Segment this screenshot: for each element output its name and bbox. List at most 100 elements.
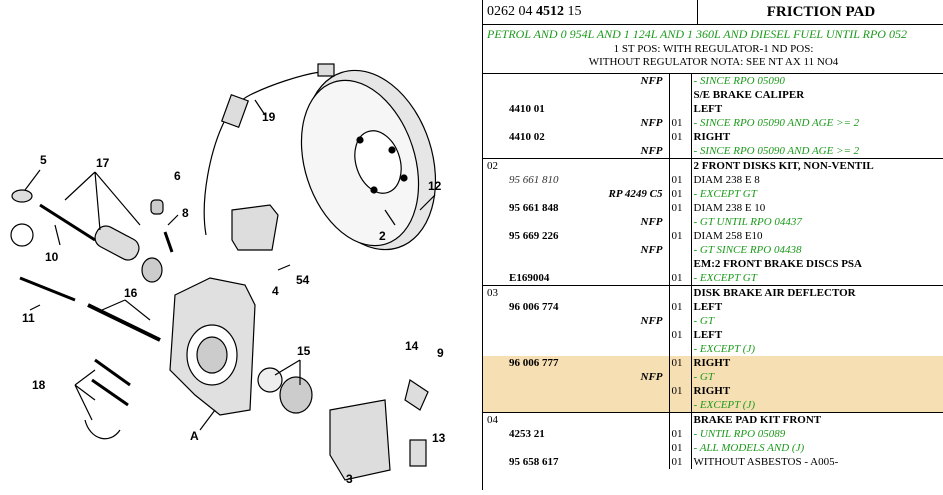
part-description: DIAM 238 E 8 [691, 173, 943, 187]
callout-6: 6 [174, 169, 181, 183]
row-index [483, 427, 507, 441]
callout-19: 19 [262, 110, 276, 124]
part-number [507, 159, 599, 174]
quantity: 01 [669, 229, 691, 243]
nfp-flag [599, 229, 669, 243]
part-description: DIAM 238 E 10 [691, 201, 943, 215]
description-line-3: WITHOUT REGULATOR NOTA: SEE NT AX 11 NO4 [483, 56, 943, 74]
row-index: 04 [483, 413, 507, 428]
exploded-brake-diagram: 5 17 6 8 19 12 2 10 4 54 11 16 14 9 15 1… [0, 0, 482, 490]
row-index [483, 130, 507, 144]
row-index: 03 [483, 286, 507, 301]
nfp-flag: RP 4249 C5 [599, 187, 669, 201]
table-row[interactable]: - EXCEPT (J) [483, 398, 943, 413]
diagram-svg: 5 17 6 8 19 12 2 10 4 54 11 16 14 9 15 1… [0, 0, 482, 490]
quantity [669, 144, 691, 159]
table-row[interactable]: EM:2 FRONT BRAKE DISCS PSA [483, 257, 943, 271]
quantity [669, 74, 691, 88]
row-index [483, 257, 507, 271]
part-number: 96 006 774 [507, 300, 599, 314]
part-number: 4253 21 [507, 427, 599, 441]
parts-header-table: 0262 04 4512 15 FRICTION PAD [483, 0, 943, 25]
callout-54: 54 [296, 273, 310, 287]
row-index [483, 370, 507, 384]
nfp-flag [599, 356, 669, 370]
table-row[interactable]: 01- ALL MODELS AND (J) [483, 441, 943, 455]
table-row[interactable]: - EXCEPT (J) [483, 342, 943, 356]
quantity: 01 [669, 441, 691, 455]
description-block: PETROL AND 0 954L AND 1 124L AND 1 360L … [483, 25, 943, 74]
part-description: - ALL MODELS AND (J) [691, 441, 943, 455]
callout-5: 5 [40, 153, 47, 167]
nfp-flag [599, 286, 669, 301]
row-index [483, 243, 507, 257]
nfp-flag [599, 130, 669, 144]
table-row[interactable]: NFP- GT [483, 314, 943, 328]
callout-14: 14 [405, 339, 419, 353]
part-description: RIGHT [691, 130, 943, 144]
part-description: - EXCEPT (J) [691, 398, 943, 413]
nfp-flag [599, 441, 669, 455]
row-index: 02 [483, 159, 507, 174]
nfp-flag: NFP [599, 243, 669, 257]
callout-11: 11 [22, 311, 35, 325]
part-number [507, 88, 599, 102]
part-number [507, 441, 599, 455]
quantity [669, 102, 691, 116]
nfp-flag [599, 328, 669, 342]
part-description: - EXCEPT (J) [691, 342, 943, 356]
table-row[interactable]: NFP- SINCE RPO 05090 [483, 74, 943, 88]
callout-17: 17 [96, 156, 110, 170]
nfp-flag [599, 342, 669, 356]
part-description: - SINCE RPO 05090 [691, 74, 943, 88]
quantity: 01 [669, 201, 691, 215]
nfp-flag [599, 173, 669, 187]
part-description: - GT UNTIL RPO 04437 [691, 215, 943, 229]
row-index [483, 356, 507, 370]
part-description: RIGHT [691, 384, 943, 398]
table-row[interactable]: NFP- GT SINCE RPO 04438 [483, 243, 943, 257]
table-row[interactable]: S/E BRAKE CALIPER [483, 88, 943, 102]
callout-9: 9 [437, 346, 444, 360]
part-number [507, 215, 599, 229]
part-description: - GT [691, 314, 943, 328]
part-description: EM:2 FRONT BRAKE DISCS PSA [691, 257, 943, 271]
part-number: 4410 01 [507, 102, 599, 116]
nfp-flag [599, 384, 669, 398]
part-number: 95 669 226 [507, 229, 599, 243]
callout-4: 4 [272, 284, 279, 298]
callout-10: 10 [45, 250, 59, 264]
table-row[interactable]: NFP- GT UNTIL RPO 04437 [483, 215, 943, 229]
table-row[interactable]: NFP- SINCE RPO 05090 AND AGE >= 2 [483, 144, 943, 159]
quantity: 01 [669, 328, 691, 342]
row-index [483, 229, 507, 243]
callout-13: 13 [432, 431, 446, 445]
nfp-flag [599, 257, 669, 271]
table-row[interactable]: NFP- GT [483, 370, 943, 384]
quantity [669, 398, 691, 413]
part-number: 95 658 617 [507, 455, 599, 469]
part-number [507, 398, 599, 413]
callout-15: 15 [297, 344, 311, 358]
quantity [669, 243, 691, 257]
quantity [669, 413, 691, 428]
quantity: 01 [669, 300, 691, 314]
row-index [483, 102, 507, 116]
